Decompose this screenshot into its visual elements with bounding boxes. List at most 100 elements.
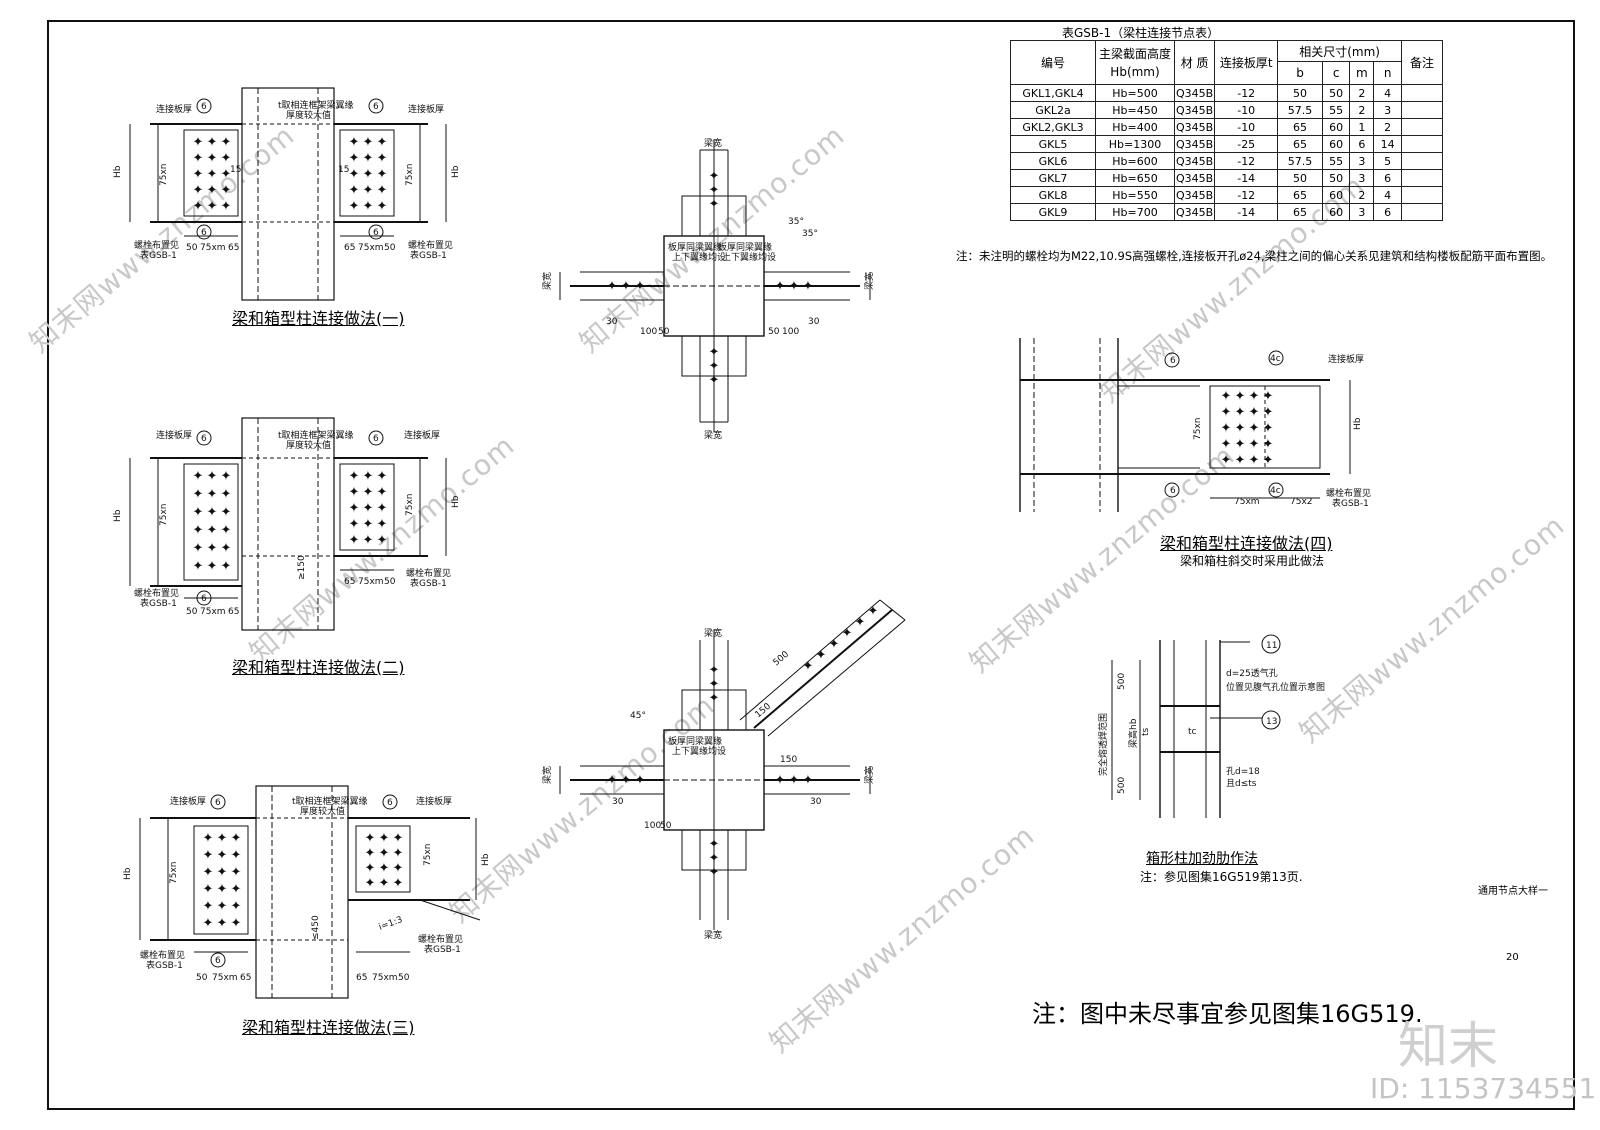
d2-ge150: ≥150 (297, 555, 307, 580)
bolt-icon: ✦ (1221, 437, 1232, 452)
d1-hb-left: Hb (113, 165, 123, 178)
bolt-icon: ✦ (193, 183, 204, 198)
bolt-icon: ✦ (379, 861, 390, 876)
bolt-icon: ✦ (203, 848, 214, 863)
bolt-icon: ✦ (1249, 453, 1260, 468)
bolt-icon: ✦ (709, 345, 720, 360)
table-cell-id: GKL6 (1010, 152, 1096, 170)
bolt-icon: ✦ (379, 876, 390, 891)
p2-50: 50 (660, 821, 672, 831)
bolt-icon: ✦ (207, 487, 218, 502)
caption-detail-4-sub: 梁和箱柱斜交时采用此做法 (1180, 554, 1325, 568)
d2-75xn-left: 75xn (159, 504, 169, 526)
bolt-icon: ✦ (635, 279, 646, 294)
table-cell-c: 60 (1321, 203, 1351, 221)
d3-hb-left: Hb (123, 867, 133, 880)
p2-30: 30 (612, 797, 624, 807)
bolt-icon: ✦ (207, 199, 218, 214)
d4-weld4c: 4c (1270, 354, 1281, 364)
d2-tbl-ref-r: 表GSB-1 (410, 577, 447, 589)
bolt-icon: ✦ (1235, 421, 1246, 436)
bolt-icon: ✦ (709, 691, 720, 706)
bolt-icon: ✦ (221, 469, 232, 484)
table-cell-b: 50 (1277, 84, 1323, 102)
general-note: 注：图中未尽事宜参见图集16G519. (1032, 1000, 1423, 1028)
d2-weld6r: 6 (373, 434, 379, 444)
d3-plate-note-l: 连接板厚 (170, 795, 206, 807)
st-full: 完全熔透焊范围 (1097, 713, 1109, 776)
p1-col-w: 梁宽 (541, 272, 553, 290)
bolt-icon: ✦ (377, 199, 388, 214)
bolt-icon: ✦ (193, 523, 204, 538)
d1-plate-note2: t取相连框架梁翼缘 (278, 99, 354, 111)
bolt-icon: ✦ (803, 773, 814, 788)
bolt-icon: ✦ (363, 533, 374, 548)
caption-detail-2: 梁和箱型柱连接做法(二) (232, 658, 405, 677)
d1-weld6br: 6 (373, 228, 379, 238)
bolt-icon: ✦ (349, 183, 360, 198)
d1-weld6r: 6 (373, 102, 379, 112)
detail-3: ✦✦✦✦✦✦✦✦✦✦✦✦✦✦✦✦✦✦✦✦✦✦✦✦✦✦✦✦✦✦ (139, 785, 481, 999)
bolt-icon: ✦ (193, 151, 204, 166)
d4-75x2: 75x2 (1290, 497, 1313, 507)
bolt-icon: ✦ (363, 469, 374, 484)
d2-hb-right: Hb (451, 495, 461, 508)
d2-hb-left: Hb (113, 509, 123, 522)
bolt-icon: ✦ (193, 135, 204, 150)
drawing-frame (47, 20, 1575, 1110)
d4-weld4cb: 4c (1270, 486, 1281, 496)
d1-plate-note-r: 连接板厚 (408, 103, 444, 115)
bolt-icon: ✦ (377, 151, 388, 166)
d3-hb-right: Hb (481, 853, 491, 866)
d3-75xm-r: 75xm (372, 973, 398, 983)
bolt-icon: ✦ (709, 169, 720, 184)
p1-35a: 35° (788, 217, 804, 227)
d3-weld6b: 6 (215, 956, 221, 966)
bolt-icon: ✦ (193, 469, 204, 484)
st-tc: tc (1188, 727, 1197, 737)
table-cell-t: -12 (1214, 152, 1279, 170)
d3-75xn-left: 75xn (169, 862, 179, 884)
table-title: 表GSB-1（梁柱连接节点表） (1062, 26, 1220, 40)
bolt-icon: ✦ (207, 559, 218, 574)
table-cell-m: 3 (1349, 152, 1375, 170)
p1-box-note1: 板厚同梁翼缘 (668, 241, 722, 253)
bolt-icon: ✦ (377, 183, 388, 198)
d2-65: 65 (228, 607, 239, 617)
bolt-icon: ✦ (207, 469, 218, 484)
bolt-icon: ✦ (1263, 389, 1274, 404)
bolt-icon: ✦ (1235, 405, 1246, 420)
table-cell-t: -12 (1214, 186, 1279, 204)
bolt-icon: ✦ (217, 865, 228, 880)
table-cell-m: 3 (1349, 203, 1375, 221)
bolt-icon: ✦ (203, 899, 214, 914)
bolt-icon: ✦ (709, 837, 720, 852)
bolt-icon: ✦ (221, 151, 232, 166)
table-cell-remark (1401, 203, 1443, 221)
p1-100r: 100 (782, 327, 799, 337)
d4-bolt-note: 螺栓布置见 (1326, 487, 1371, 499)
bolt-icon: ✦ (1235, 389, 1246, 404)
d2-plate-note-l: 连接板厚 (156, 429, 192, 441)
d1-bolt-note-r: 螺栓布置见 (408, 239, 453, 251)
d1-plate-note-l: 连接板厚 (156, 103, 192, 115)
table-cell-hb: Hb=450 (1095, 101, 1175, 119)
bolt-icon: ✦ (621, 773, 632, 788)
table-cell-id: GKL5 (1010, 135, 1096, 153)
d3-slope: i=1:3 (378, 915, 404, 933)
bolt-icon: ✦ (377, 167, 388, 182)
d3-weld6: 6 (215, 798, 221, 808)
bolt-icon: ✦ (1249, 421, 1260, 436)
bolt-icon: ✦ (803, 279, 814, 294)
d1-75xm: 75xm (200, 243, 226, 253)
bolt-icon: ✦ (203, 831, 214, 846)
bolt-icon: ✦ (635, 773, 646, 788)
watermark-id: ID: 1153734551 (1370, 1072, 1597, 1105)
bolt-icon: ✦ (217, 848, 228, 863)
d2-plate-note-r: 连接板厚 (404, 429, 440, 441)
p1-30: 30 (606, 317, 618, 327)
p1-30r: 30 (808, 317, 820, 327)
